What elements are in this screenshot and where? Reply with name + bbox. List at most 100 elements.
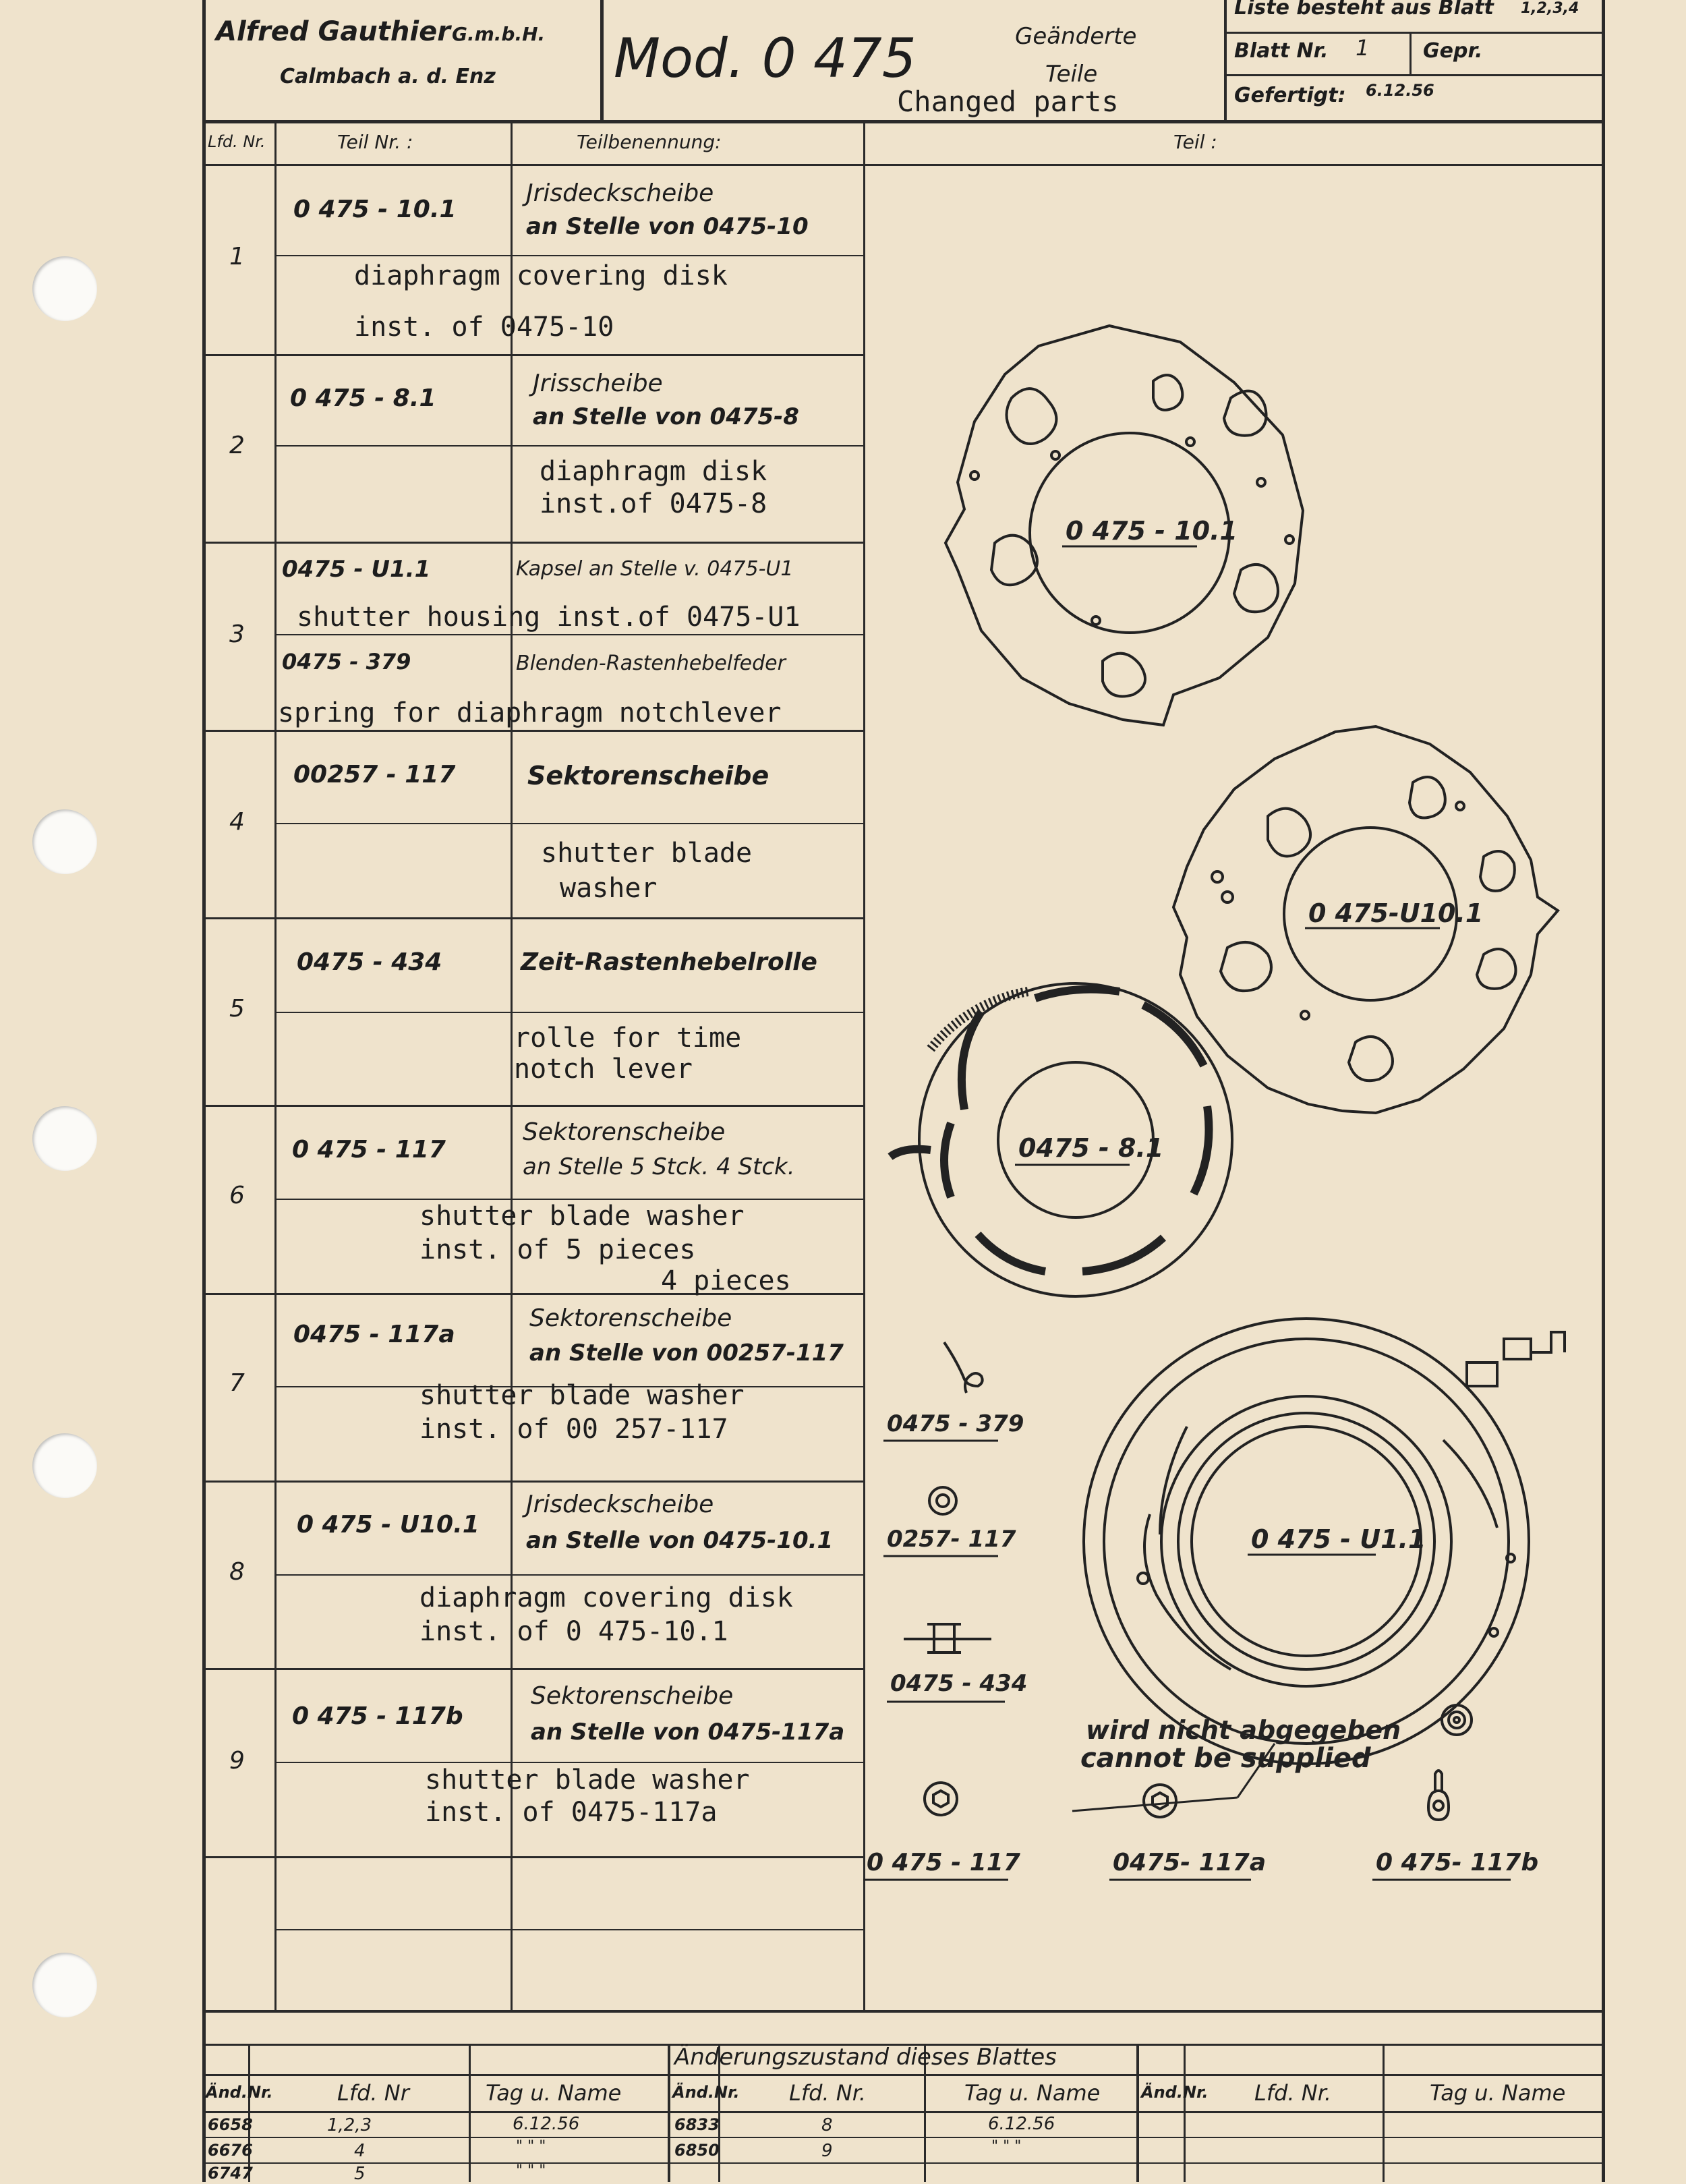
part-ref-de: an Stelle von 0475-10 (526, 213, 809, 240)
change-lfd: 1,2,3 (327, 2115, 372, 2135)
part-ref-en: inst. of 0475-117a (425, 1797, 718, 1828)
changed-de-1: Geänderte (1015, 23, 1137, 50)
part-ref-en: inst. of 0475-10 (354, 312, 614, 343)
small-part-label: 0 475 - 117 (867, 1849, 1020, 1876)
small-part-label: 0 475- 117b (1376, 1849, 1538, 1876)
part-ref-de: an Stelle 5 Stck. 4 Stck. (523, 1153, 795, 1180)
drawing-label: 0 475-U10.1 (1308, 898, 1483, 928)
row-num: 7 (229, 1369, 245, 1397)
part-name-en: diaphragm covering disk (419, 1582, 793, 1613)
note-en: cannot be supplied (1080, 1743, 1371, 1774)
part-number: 0475 - 117a (293, 1321, 455, 1348)
company-name: Alfred Gauthier (216, 16, 450, 47)
part-number: 0 475 - 10.1 (293, 196, 457, 223)
part-name-en: shutter blade washer (419, 1201, 745, 1232)
part-ref-de: an Stelle von 00257-117 (529, 1340, 844, 1367)
row-num: 5 (229, 995, 245, 1023)
parts-sheet: Alfred Gauthier G.m.b.H. Calmbach a. d. … (202, 0, 1605, 2184)
list-value: 1,2,3,4 (1521, 0, 1579, 17)
change-no: 6747 (208, 2164, 253, 2183)
change-date: " " " (991, 2138, 1022, 2155)
col-part-name: Teilbenennung: (577, 131, 722, 153)
punch-hole (32, 1106, 97, 1171)
part-ref-en: washer (560, 873, 658, 904)
diaphragm-disk-drawing (888, 982, 1233, 1298)
col-lfd-no: Lfd. Nr. (789, 2080, 867, 2106)
sheet-label: Blatt Nr. (1234, 39, 1329, 63)
part-name-de: Sektorenscheibe (529, 1304, 732, 1332)
part-ref-en-alt: 4 pieces (661, 1265, 791, 1296)
change-no: 6833 (674, 2115, 720, 2134)
drawing-label: 0 475 - 10.1 (1066, 516, 1238, 546)
col-part-no: Teil Nr. : (337, 131, 413, 153)
change-date: 6.12.56 (513, 2114, 580, 2134)
sheet-value: 1 (1356, 35, 1370, 61)
change-lfd: 9 (821, 2141, 833, 2161)
change-date: " " " (516, 2138, 546, 2155)
part-ref-en: notch lever (514, 1054, 693, 1085)
part-ref-de: an Stelle von 0475-117a (531, 1719, 845, 1746)
part-ref-en: inst. of 00 257-117 (419, 1414, 728, 1445)
part-number: 0 475 - 8.1 (290, 384, 436, 412)
diaphragm-covering-disk-u-drawing (1171, 724, 1560, 1115)
part-number: 0 475 - 117 (292, 1136, 446, 1163)
part-number: 0475 - 379 (282, 649, 411, 674)
part-name-de: Kapsel an Stelle v. 0475-U1 (516, 557, 794, 581)
change-lfd: 4 (354, 2141, 366, 2161)
change-table-title: Änderungszustand dieses Blattes (674, 2044, 1057, 2071)
company-suffix: G.m.b.H. (452, 23, 546, 45)
part-ref-en: inst. of 5 pieces (419, 1234, 696, 1265)
model-title: Mod. 0 475 (614, 27, 917, 90)
part-ref-en: inst. of 0 475-10.1 (419, 1616, 728, 1647)
col-part: Teil : (1173, 131, 1217, 153)
col-lfd-no: Lfd. Nr (337, 2080, 409, 2106)
punch-hole (32, 809, 97, 874)
changed-de-2: Teile (1045, 61, 1098, 88)
note-de: wird nicht abgegeben (1086, 1715, 1401, 1745)
small-part-label: 0475 - 379 (887, 1410, 1024, 1437)
made-value: 6.12.56 (1366, 81, 1434, 100)
punch-hole (32, 256, 97, 321)
blade-washer-a-drawing (1142, 1783, 1178, 1818)
part-number: 0475 - U1.1 (282, 556, 431, 583)
blade-washer-small-drawing (928, 1486, 958, 1516)
punch-hole (32, 1953, 97, 2017)
change-date: " " " (516, 2162, 546, 2179)
part-name-en: diaphragm covering disk (354, 260, 728, 291)
part-name-de: Sektorenscheibe (523, 1118, 726, 1146)
parts-drawings: 0 475 - 10.1 0 475-U10.1 0475 - 8.1 0 47… (863, 324, 1566, 1881)
row-num: 6 (229, 1182, 245, 1209)
changed-en: Changed parts (897, 85, 1119, 118)
part-name-en: shutter housing inst.of 0475-U1 (297, 602, 801, 633)
diaphragm-covering-disk-drawing (943, 324, 1305, 727)
part-name-de: Blenden-Rastenhebelfeder (516, 652, 786, 675)
part-name-de: Jrisdeckscheibe (526, 179, 714, 207)
col-change-no: Änd.Nr. (206, 2083, 273, 2102)
part-ref-de: an Stelle von 0475-10.1 (526, 1527, 834, 1554)
part-name-en: spring for diaphragm notchlever (278, 697, 782, 728)
blade-washer-b-drawing (1426, 1769, 1451, 1822)
part-name-en: shutter blade (541, 838, 753, 869)
change-lfd: 5 (354, 2164, 366, 2184)
col-change-no: Änd.Nr. (1141, 2083, 1209, 2102)
col-date-name: Tag u. Name (1430, 2080, 1566, 2106)
small-part-label: 0257- 117 (887, 1526, 1016, 1553)
row-num: 2 (229, 432, 245, 459)
part-name-de: Sektorenscheibe (531, 1682, 734, 1710)
part-name-en: shutter blade washer (419, 1380, 745, 1411)
list-label: Liste besteht aus Blatt (1234, 0, 1494, 20)
col-lfd: Lfd. Nr. (208, 132, 266, 151)
part-name-en: rolle for time (514, 1023, 742, 1054)
col-date-name: Tag u. Name (964, 2080, 1101, 2106)
part-number: 0475 - 434 (297, 948, 442, 976)
small-part-label: 0475 - 434 (890, 1670, 1027, 1697)
shutter-housing-drawing (1072, 1317, 1566, 1812)
part-ref-de: an Stelle von 0475-8 (533, 403, 799, 430)
made-label: Gefertigt: (1234, 84, 1346, 107)
roller-drawing (904, 1623, 991, 1654)
part-number: 00257 - 117 (293, 761, 456, 788)
punch-hole (32, 1433, 97, 1498)
part-ref-en: inst.of 0475-8 (540, 488, 767, 519)
part-name-de: Jrisscheibe (533, 370, 663, 397)
part-name-de: Jrisdeckscheibe (526, 1491, 714, 1518)
